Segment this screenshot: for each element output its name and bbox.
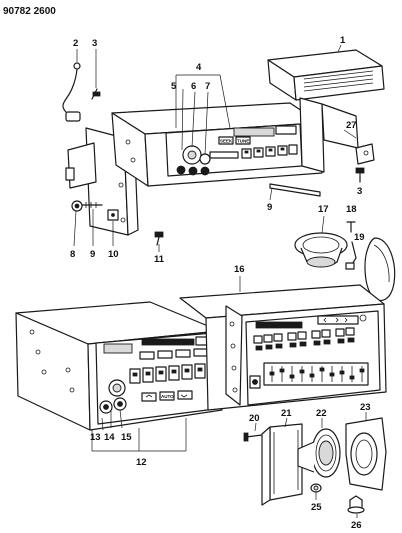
callout-23: 23 (360, 402, 371, 413)
callout-26: 26 (351, 520, 362, 531)
part-11-screw (154, 231, 164, 246)
part-3-screw-right (355, 167, 365, 183)
bottom-right-radio (179, 284, 387, 411)
button-seek-label: SEEK (220, 139, 233, 144)
part-24-speaker-cover (364, 237, 396, 301)
top-radio-body: SEEK TUNE (111, 102, 323, 187)
callout-19: 19 (354, 232, 365, 243)
callout-12: 12 (136, 457, 147, 468)
callout-2: 2 (73, 38, 78, 49)
part-27-right-bracket (299, 97, 375, 173)
callout-3-top: 3 (92, 38, 97, 49)
callout-6: 6 (191, 81, 196, 92)
part-2-ground-wire (62, 62, 81, 122)
part-17-speaker (294, 232, 348, 268)
callout-27: 27 (346, 120, 357, 131)
diagram-code: 90782 2600 (3, 6, 56, 17)
callout-9-left: 9 (90, 249, 95, 260)
part-20-screw (243, 432, 263, 442)
callout-20: 20 (249, 413, 260, 424)
callout-11: 11 (154, 254, 165, 265)
part-8-screw (71, 200, 83, 212)
part-9-lower-strap (269, 183, 321, 197)
part-26-cap (347, 495, 365, 514)
button-tune-label: TUNE (237, 139, 249, 144)
callout-9-top: 9 (267, 202, 272, 213)
callout-10: 10 (108, 249, 119, 260)
part-23-speaker-housing (345, 417, 387, 491)
callout-14: 14 (104, 432, 115, 443)
callout-21: 21 (281, 408, 292, 419)
callout-1: 1 (340, 35, 346, 46)
callout-13: 13 (90, 432, 101, 443)
callout-16: 16 (234, 264, 245, 275)
bottom-left-radio: AUTO (15, 301, 223, 431)
part-1-grille-panel (267, 49, 385, 101)
callout-25: 25 (311, 502, 322, 513)
part-25-grommet (310, 483, 322, 493)
button-auto-label: AUTO (161, 394, 174, 399)
part-9-screw (81, 202, 103, 208)
part-21-bracket (261, 423, 303, 506)
callout-15: 15 (121, 432, 132, 443)
callout-18: 18 (346, 204, 357, 215)
callout-8: 8 (70, 249, 75, 260)
callout-22: 22 (316, 408, 327, 419)
part-19-connector (345, 241, 357, 270)
callout-7: 7 (205, 81, 210, 92)
callout-17: 17 (318, 204, 329, 215)
callout-5: 5 (171, 81, 177, 92)
callout-3-right: 3 (357, 186, 362, 197)
part-3-screw-top (91, 88, 101, 100)
callout-4: 4 (196, 62, 202, 73)
part-10-clip (107, 209, 119, 221)
part-22-speaker (297, 428, 341, 478)
part-18-fastener (346, 221, 356, 233)
